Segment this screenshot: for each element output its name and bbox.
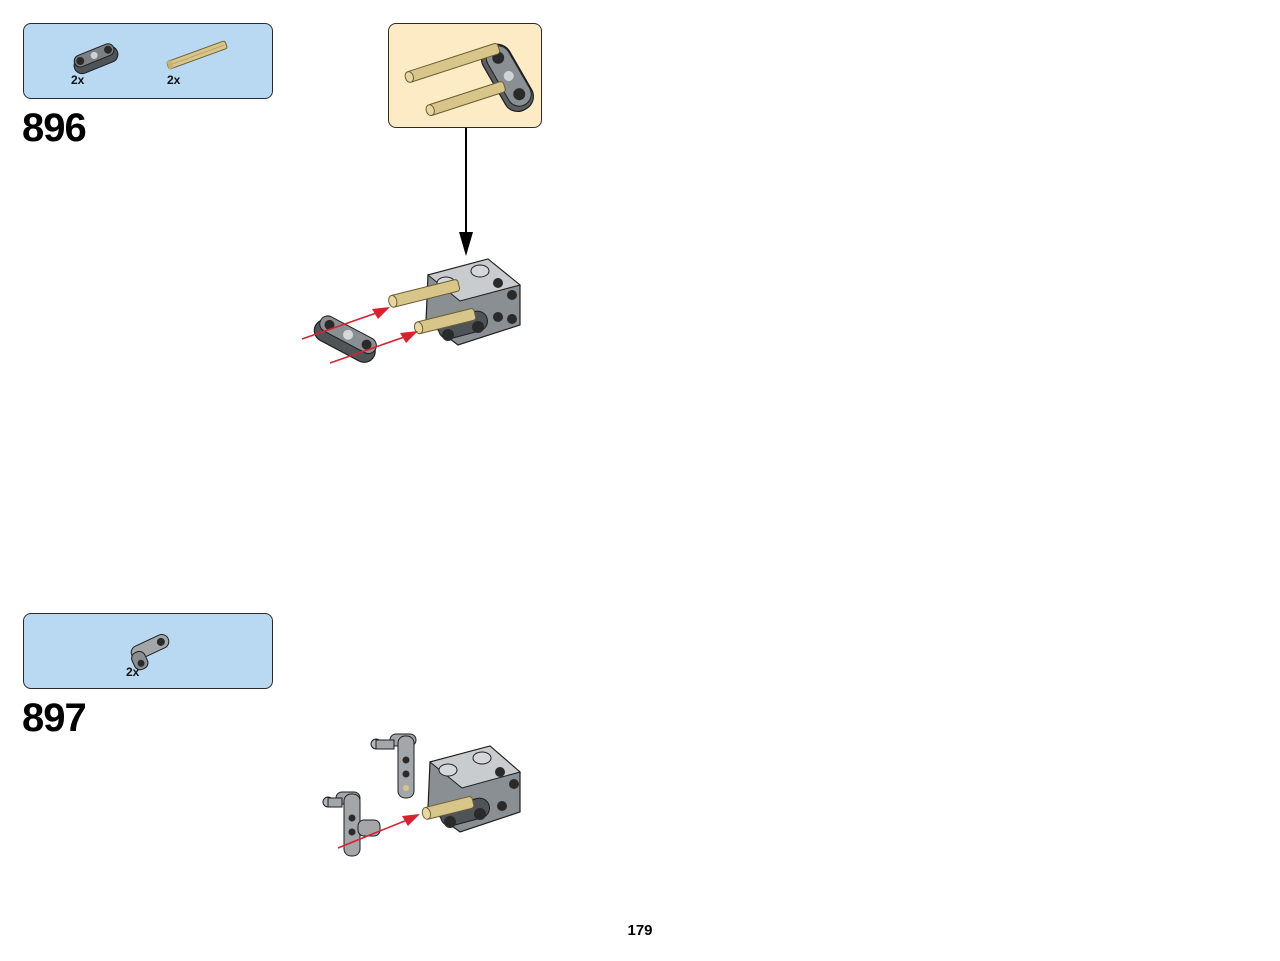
tan-axle-icon — [166, 40, 228, 70]
page-number: 179 — [627, 922, 653, 939]
frame-assembly — [427, 745, 522, 833]
step-896-model — [301, 258, 522, 364]
bent-beam-icon — [130, 634, 170, 671]
part-quantity: 2x — [71, 73, 85, 87]
part-quantity: 2x — [167, 73, 181, 87]
part-quantity: 2x — [126, 665, 140, 679]
step-897-model — [322, 733, 522, 857]
step-number: 897 — [22, 696, 87, 740]
bent-beam-icon — [370, 733, 417, 799]
double-pin-connector-icon — [73, 43, 119, 75]
parts-list-step-897: 2x — [23, 613, 273, 689]
axles-in-connector-icon — [404, 42, 534, 117]
callout-arrow — [459, 128, 473, 256]
subassembly-callout — [388, 23, 542, 128]
frame-assembly — [425, 258, 522, 346]
step-number: 896 — [22, 106, 87, 150]
bent-beam-icon — [322, 791, 381, 857]
double-pin-connector-icon — [313, 315, 377, 363]
parts-list-step-896: 2x 2x — [23, 23, 273, 99]
